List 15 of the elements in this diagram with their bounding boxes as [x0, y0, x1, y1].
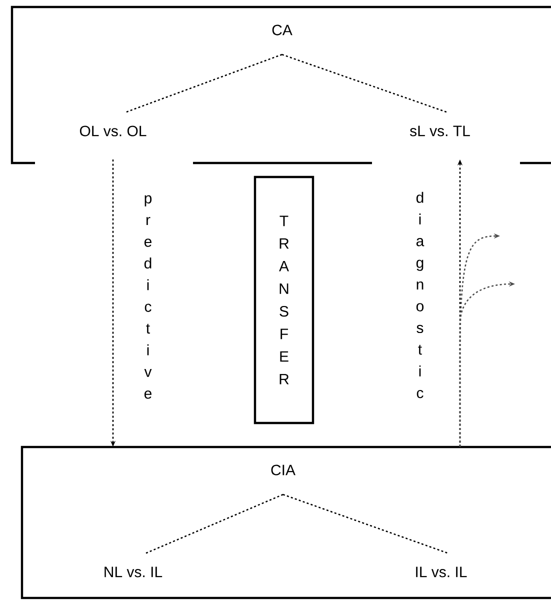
edge-label: predictive: [144, 195, 152, 399]
connector-line: [144, 494, 284, 554]
frame: [20, 446, 551, 600]
node-label: CA: [272, 24, 292, 36]
node-label: IL vs. IL: [416, 566, 467, 578]
node-label: OL vs. OL: [80, 126, 146, 136]
node-label: NL vs. IL: [104, 566, 162, 578]
vertical-text-box: TRANSFER: [254, 176, 314, 424]
connector-line: [282, 494, 450, 554]
frame: [10, 6, 551, 164]
connector-line: [124, 54, 282, 114]
node-label: CIA: [271, 464, 296, 476]
edge-label: diagnostic: [416, 192, 424, 398]
connector-line: [282, 54, 448, 114]
node-label: sL vs. TL: [410, 126, 470, 136]
